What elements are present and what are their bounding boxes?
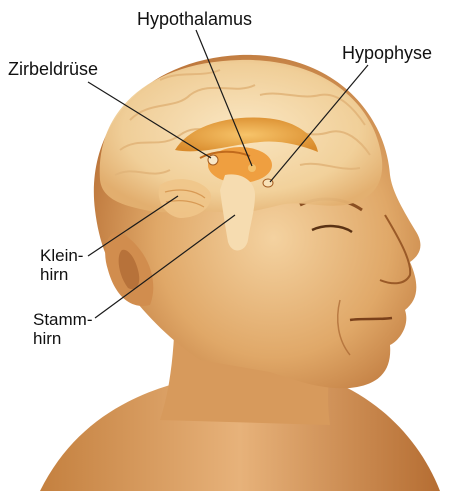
label-hypothalamus: Hypothalamus xyxy=(137,9,252,29)
mouth-shape xyxy=(350,318,392,320)
label-zirbeldruese: Zirbeldrüse xyxy=(8,59,98,79)
label-kleinhirn-line1: Klein- xyxy=(40,246,83,265)
label-stammhirn-line1: Stamm- xyxy=(33,310,93,329)
label-stammhirn-line2: hirn xyxy=(33,329,93,348)
label-stammhirn: Stamm- hirn xyxy=(33,310,93,348)
label-kleinhirn: Klein- hirn xyxy=(40,246,83,284)
label-hypophyse: Hypophyse xyxy=(342,43,432,63)
label-kleinhirn-line2: hirn xyxy=(40,265,83,284)
